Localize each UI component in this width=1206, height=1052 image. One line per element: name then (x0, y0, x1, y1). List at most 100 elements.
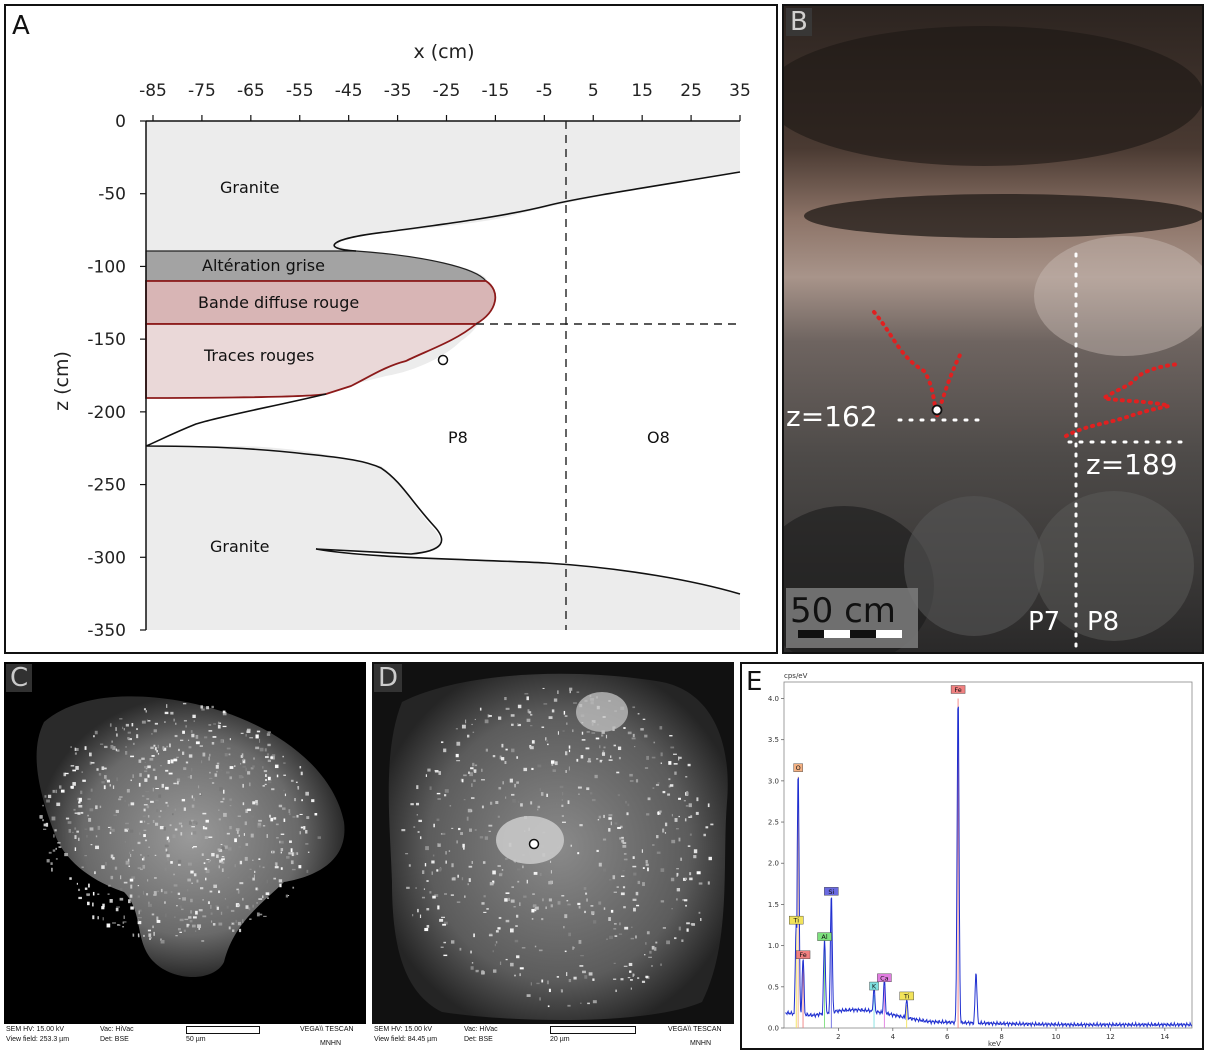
view-field: View field: 253.3 µm (6, 1036, 70, 1043)
lab-name: MNHN (320, 1040, 341, 1047)
particle-c (36, 696, 345, 977)
sample-point (437, 354, 449, 366)
x-tick-label: 6 (945, 1033, 950, 1041)
element-label-box (877, 973, 892, 983)
element-label: Al (821, 933, 827, 941)
x-tick-label: -25 (433, 81, 461, 101)
element-label-box (824, 887, 839, 896)
element-label: O (796, 764, 801, 772)
y-tick-label: 0.0 (768, 1025, 779, 1033)
x-tick-label: -65 (237, 81, 265, 101)
element-label-box (817, 932, 832, 941)
y-tick-label: 0.5 (768, 983, 779, 991)
bright-grain (496, 816, 564, 864)
vac: Vac: HiVac (464, 1026, 498, 1033)
x-axis-label: x (cm) (413, 41, 474, 63)
z162-label: z=162 (786, 400, 878, 433)
panel-c-sem-footer: SEM HV: 15.00 kV View field: 253.3 µm Va… (4, 1024, 366, 1050)
x-tick-label: 5 (588, 81, 599, 101)
p8-label: P8 (448, 428, 468, 447)
o8-label: O8 (647, 428, 670, 447)
x-tick-label: -85 (139, 81, 167, 101)
sem-hv: SEM HV: 15.00 kV (374, 1026, 433, 1033)
traces-label: Traces rouges (203, 346, 314, 365)
y-tick-label: 1.0 (768, 942, 779, 950)
element-label: Fe (954, 686, 961, 694)
x-tick-label: 14 (1160, 1033, 1169, 1041)
y-tick-label: 3.5 (768, 736, 779, 744)
y-tick-label: 4.0 (768, 695, 779, 703)
element-label-box (789, 915, 804, 925)
x-tick-label: -45 (335, 81, 363, 101)
spectrum-line (785, 706, 1193, 1029)
element-label: Fe (799, 951, 806, 959)
brand: VEGA\\ TESCAN (300, 1026, 354, 1033)
x-tick-label: -5 (536, 81, 553, 101)
z-tick-label: 0 (115, 112, 126, 132)
scale-bar (798, 630, 902, 638)
view-field: View field: 84.45 µm (374, 1036, 438, 1043)
granite-bottom-region (146, 446, 740, 630)
x-tick-label: 15 (631, 81, 653, 101)
panel-d-label: D (374, 664, 403, 692)
scalebar-label: 20 µm (550, 1036, 570, 1043)
brand: VEGA\\ TESCAN (668, 1026, 722, 1033)
x-tick-label: -15 (482, 81, 510, 101)
x-tick-label: 4 (891, 1033, 896, 1041)
particle-c-texture (39, 702, 322, 944)
element-label-box (869, 981, 879, 991)
panel-b-label: B (786, 8, 812, 36)
x-tick-label: -75 (188, 81, 216, 101)
panel-c-sem: C SEM HV: 15.00 kV View field: 253.3 µm … (4, 662, 366, 1050)
upper-contact-line (333, 171, 741, 252)
z-tick-label: -350 (87, 621, 126, 641)
red-trace-left (872, 310, 964, 423)
lab-name: MNHN (690, 1040, 711, 1047)
x-tick-label: 35 (729, 81, 751, 101)
element-label-box (795, 950, 811, 959)
panel-b-photo: z=162 z=189 P7 P8 50 cm B (782, 4, 1204, 654)
element-label-box (899, 991, 914, 1001)
panel-d-sem-footer: SEM HV: 15.00 kV View field: 84.45 µm Va… (372, 1024, 734, 1050)
element-label: Ti (792, 917, 799, 925)
y-tick-label: 1.5 (768, 901, 779, 909)
alteration-label: Altération grise (202, 256, 325, 275)
x-tick-label: -55 (286, 81, 314, 101)
scalebar-box (186, 1026, 260, 1034)
det: Det: BSE (464, 1036, 493, 1043)
z-tick-label: -100 (87, 257, 126, 277)
scalebar-label: 50 µm (186, 1036, 206, 1043)
panel-a-label: A (12, 11, 30, 41)
det: Det: BSE (100, 1036, 129, 1043)
z-tick-label: -150 (87, 330, 126, 350)
element-label-box (793, 763, 803, 772)
panel-d-sem: D SEM HV: 15.00 kV View field: 84.45 µm … (372, 662, 734, 1050)
scalebar-box (550, 1026, 636, 1034)
element-label: K (872, 983, 877, 991)
z-tick-label: -250 (87, 476, 126, 496)
sample-point-photo (931, 404, 943, 416)
sem-hv: SEM HV: 15.00 kV (6, 1026, 65, 1033)
z-tick-label: -300 (87, 548, 126, 568)
scale-label: 50 cm (790, 591, 896, 631)
z-tick-label: -200 (87, 403, 126, 423)
x-tick-label: 10 (1052, 1033, 1061, 1041)
x-tick-label: 12 (1106, 1033, 1115, 1041)
x-tick-label: -35 (384, 81, 412, 101)
x-tick-label: 25 (680, 81, 702, 101)
element-label: Si (828, 888, 834, 896)
vac: Vac: HiVac (100, 1026, 134, 1033)
y-tick-label: 2.0 (768, 860, 779, 868)
x-axis-unit: keV (988, 1040, 1001, 1048)
element-label: Ca (880, 974, 889, 982)
z-tick-label: -50 (98, 185, 126, 205)
granite-bottom-label: Granite (210, 537, 269, 556)
plot-frame (783, 681, 1193, 1029)
z189-label: z=189 (1086, 448, 1178, 481)
panel-c-label: C (6, 664, 33, 692)
